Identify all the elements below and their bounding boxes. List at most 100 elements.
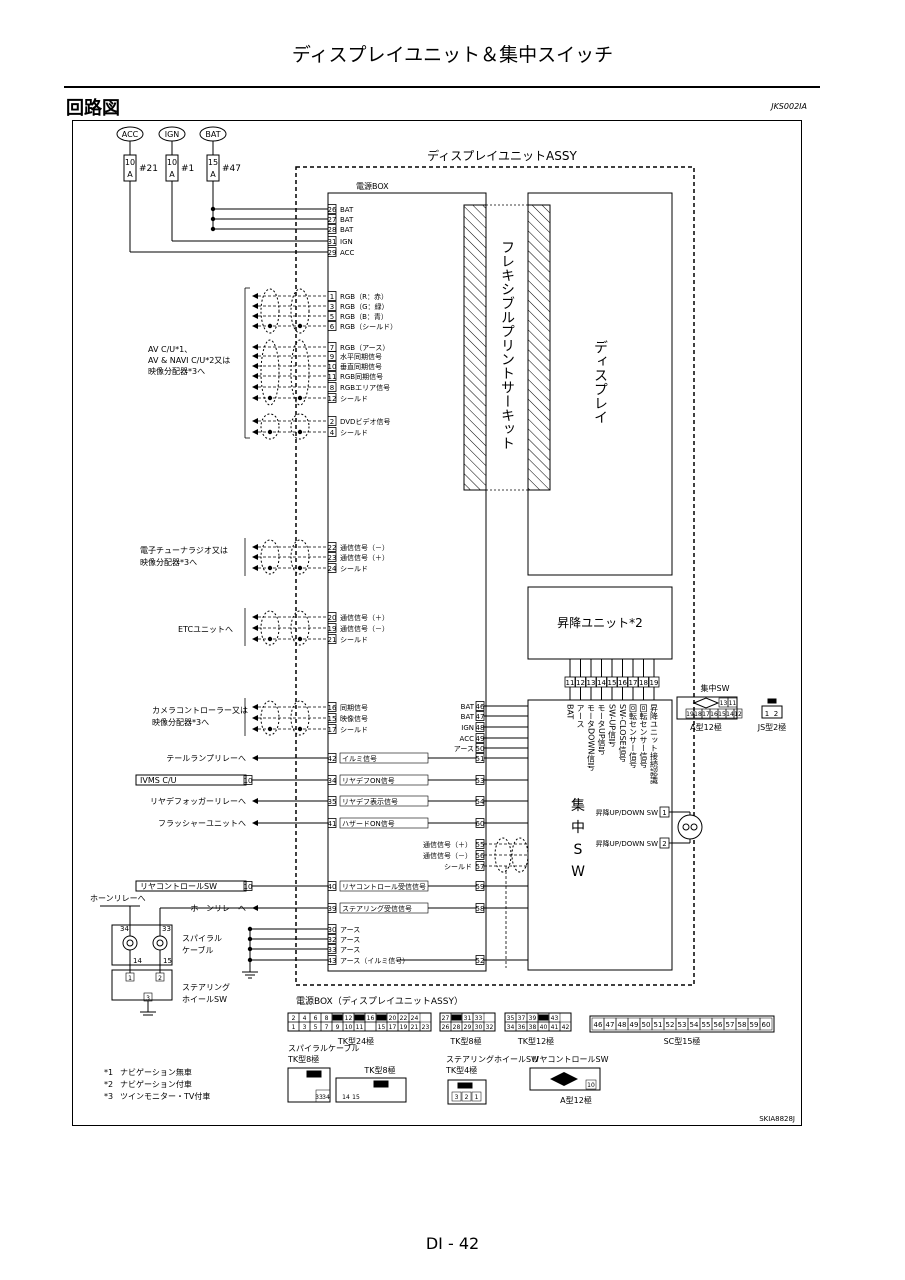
spiral-pin: 15 xyxy=(163,957,172,965)
js-pin: 1 xyxy=(765,710,769,718)
rgb-pin-label: シールド xyxy=(340,395,368,403)
tuner-pin-number: 23 xyxy=(328,554,337,562)
lift-sw-symbol xyxy=(677,814,703,840)
tk24-pin: 16 xyxy=(367,1015,375,1022)
rgb-pin-label: 水平同期信号 xyxy=(340,352,382,361)
lift-pin-number: 15 xyxy=(608,679,617,687)
comm-pin-number: 57 xyxy=(476,863,485,871)
page-number: DI - 42 xyxy=(425,1234,480,1253)
lift-pin-label: モータUP信号 xyxy=(597,704,606,756)
left-device-pin-number: 10 xyxy=(244,777,253,785)
left-device-box xyxy=(135,774,247,786)
rgb-pin-number: 8 xyxy=(330,384,334,392)
rgb-pin xyxy=(327,427,337,437)
bottom-conn-label: TK型4極 xyxy=(445,1065,477,1075)
sw-conn-bottom-pin: 18 xyxy=(694,711,702,718)
spiral-contact xyxy=(152,935,168,951)
tk12-cell xyxy=(559,1021,572,1032)
tuner-pin-label: シールド xyxy=(340,565,368,573)
arrow-mark xyxy=(252,565,258,571)
flexible-pcb-label: フレキシブルプリントサーキット xyxy=(499,240,515,450)
sw-conn-bottom-pin: 12 xyxy=(734,711,742,718)
tk24-pin: 23 xyxy=(422,1024,430,1031)
bottom-conn-label: ステアリングホイールSW xyxy=(446,1054,539,1064)
tk24-blank xyxy=(376,1014,387,1021)
sw-left-pin-number: 47 xyxy=(476,713,485,721)
tk8-pin: 26 xyxy=(442,1024,450,1031)
misc-pin-label: リヤデフON信号 xyxy=(342,776,395,785)
bottom-conn-pin: 10 xyxy=(587,1082,595,1089)
shield-ellipse xyxy=(290,610,310,646)
sw-conn-bottom-pin: 15 xyxy=(718,711,726,718)
power-box xyxy=(327,192,487,972)
footnote-mark: *2 xyxy=(104,1080,113,1089)
misc-pin-label: イルミ信号 xyxy=(342,754,377,763)
bottom-conn-pin: 15 xyxy=(352,1094,360,1101)
left-device-label: リヤコントロールSW xyxy=(140,882,217,891)
shield-ellipse xyxy=(260,539,280,575)
tk24-pin: 20 xyxy=(389,1015,397,1022)
tk8-cell xyxy=(483,1021,496,1032)
tk12-pin: 34 xyxy=(507,1024,515,1031)
power-source-name: BAT xyxy=(205,130,220,139)
tk24-blank xyxy=(354,1014,365,1021)
av-group-label: AV C/U*1、 xyxy=(148,345,192,354)
bottom-conn-pin: 2 xyxy=(465,1094,469,1101)
bottom-conn-key xyxy=(306,1070,322,1078)
tk8-pin: 33 xyxy=(475,1015,483,1022)
arrow-mark xyxy=(252,715,258,721)
tk24-pin: 9 xyxy=(336,1024,340,1031)
shield-ellipse xyxy=(290,700,310,736)
lift-pin-number: 19 xyxy=(650,679,659,687)
rgb-pin-number: 7 xyxy=(330,344,334,352)
sw-connector-a xyxy=(676,696,738,720)
tk24-pin: 21 xyxy=(411,1024,419,1031)
central-sw-glyph: 中 xyxy=(571,820,585,836)
shield-ellipse xyxy=(290,339,310,406)
connector-box-title: 電源BOX（ディスプレイユニットASSY） xyxy=(296,995,463,1007)
tk8-pin: 32 xyxy=(486,1024,494,1031)
camera-pin-number: 17 xyxy=(328,726,337,734)
sw-conn-bottom-pin: 19 xyxy=(686,711,694,718)
misc-rpin-number: 51 xyxy=(476,755,485,763)
tuner-label: 電子チューナラジオ又は xyxy=(140,546,228,555)
sc15-outline xyxy=(589,1015,775,1033)
sw-conn-a-label: A型12極 xyxy=(690,722,722,732)
tk24-pin: 3 xyxy=(303,1024,307,1031)
camera-pin xyxy=(327,713,337,723)
tuner-pin-number: 24 xyxy=(328,565,337,573)
js-label: JS型2極 xyxy=(757,722,787,732)
sw-left-pin-number: 48 xyxy=(476,724,485,732)
tk12-pin: 38 xyxy=(529,1024,537,1031)
power-source-name: ACC xyxy=(122,130,139,139)
bat-junction xyxy=(210,216,216,222)
av-group-label: 映像分配器*3へ xyxy=(148,366,205,376)
section-title: 回路図 xyxy=(66,98,120,119)
sw-left-pin-label: ACC xyxy=(460,735,475,743)
camera-label: カメラコントローラー又は xyxy=(152,706,248,715)
sw-connector-title: 集中SW xyxy=(701,683,730,693)
sc15-pin: 48 xyxy=(618,1021,627,1029)
ground-rpin-number: 52 xyxy=(476,957,485,965)
bottom-conn-pin: 34 xyxy=(322,1094,330,1101)
title-rule xyxy=(64,86,820,88)
misc-pin-number: 39 xyxy=(328,905,337,913)
rgb-pin-label: DVDビデオ信号 xyxy=(340,417,390,426)
tk8-pin: 27 xyxy=(442,1015,450,1022)
fuse-number: #21 xyxy=(139,164,158,174)
shield-dot xyxy=(297,565,303,571)
tk12-pin: 37 xyxy=(518,1015,526,1022)
rgb-pin-number: 1 xyxy=(330,293,334,301)
power-source-name: IGN xyxy=(165,130,180,139)
arrow-mark xyxy=(252,384,258,390)
rgb-pin xyxy=(327,382,337,392)
arrow-mark xyxy=(252,820,258,826)
lift-pin-label: モータDOWN信号 xyxy=(587,704,596,771)
bottom-conn-tk8 xyxy=(335,1077,407,1103)
spiral-pin: 34 xyxy=(120,925,129,933)
etc-label: ETCユニットへ xyxy=(178,625,233,634)
lift-pin-number: 17 xyxy=(629,679,638,687)
arrow-mark xyxy=(252,353,258,359)
tuner-pin xyxy=(327,552,337,562)
rgb-pin xyxy=(327,301,337,311)
